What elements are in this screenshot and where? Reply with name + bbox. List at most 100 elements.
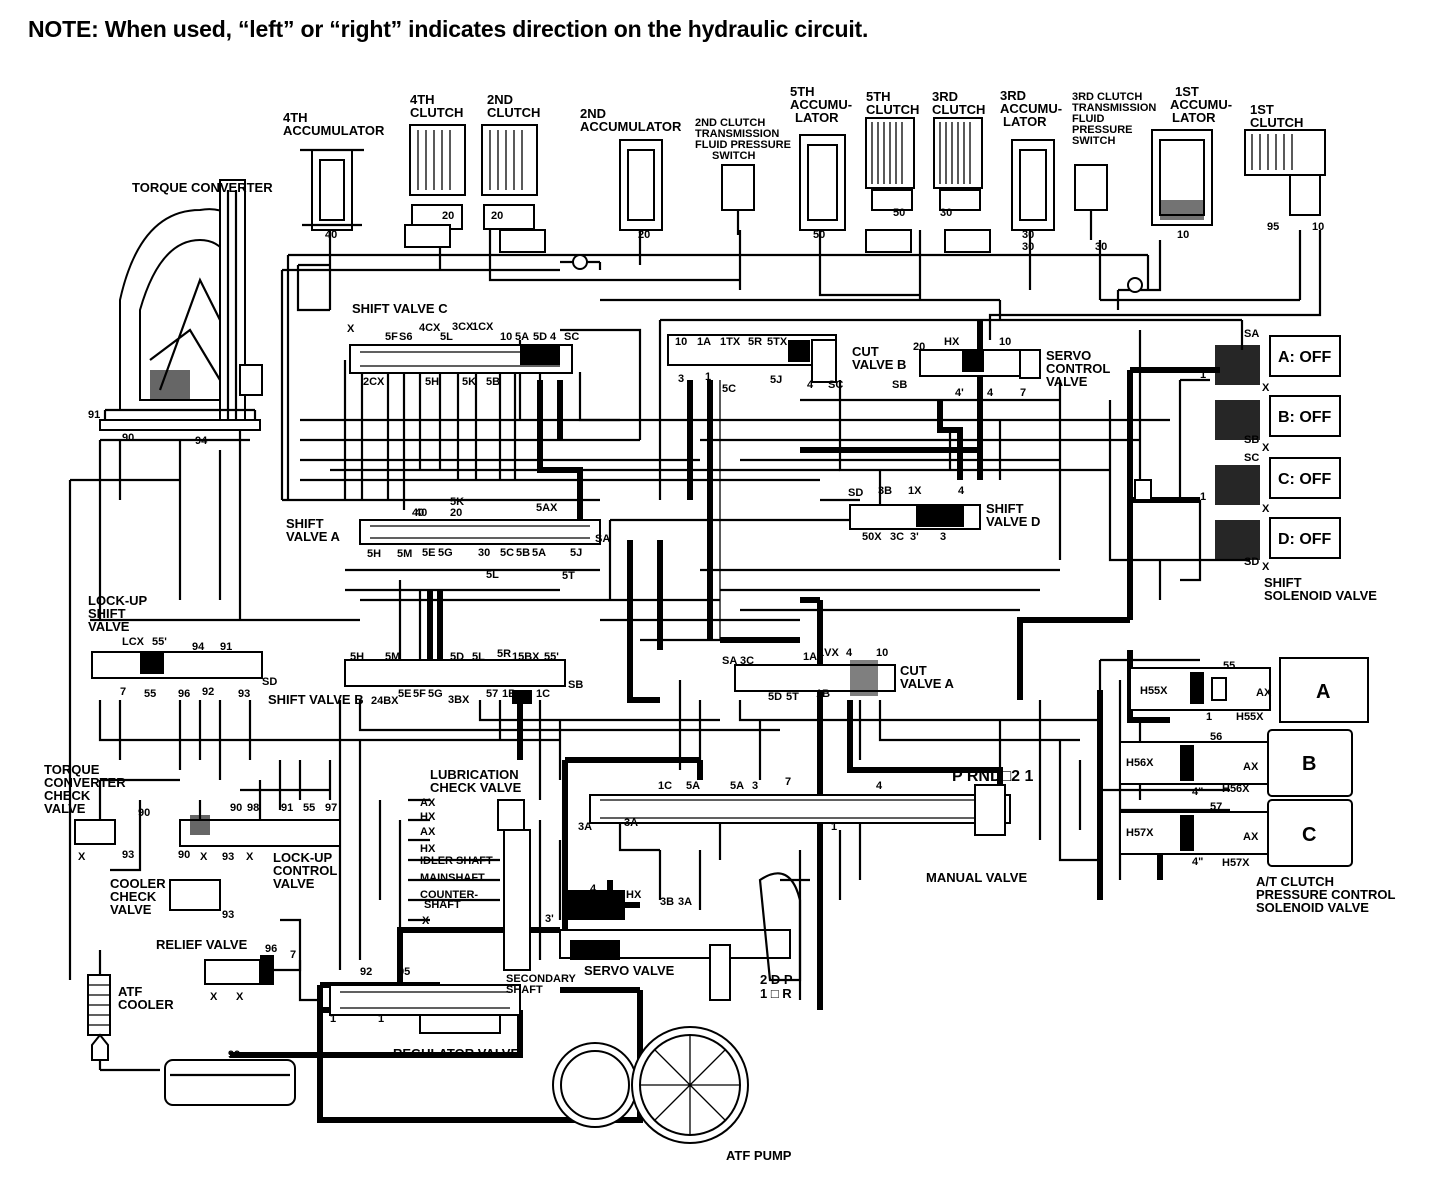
port: X [78,851,86,863]
port-labels-manual-valve: 1C 5A 5A 3 7 4 3A 3A 1 [578,776,883,833]
port: 4" [1192,856,1203,868]
label-3rd-switch-1: 3RD CLUTCH [1072,91,1142,103]
label-atf-cooler-2: COOLER [118,997,174,1012]
port: AX [1256,687,1272,699]
label-atc-pcs-1: A/T CLUTCH [1256,874,1334,889]
cut-valve-a-body [734,660,896,696]
port: 40 [325,229,337,241]
port: 4 [958,485,965,497]
port: 1 [1206,711,1212,723]
port: 1 [330,1013,336,1025]
port: 10 [1177,229,1189,241]
cooler-check-valve-body [169,879,221,911]
port: 5A [515,331,529,343]
port: 3A [624,817,638,829]
label-5th-clutch-1: 5TH [866,89,891,104]
label-lube-check-1: LUBRICATION [430,767,519,782]
label-1st-acc-2: ACCUMU- [1170,97,1232,112]
port-labels-cut-valve-b: 10 1A 1TX 5R 5TX 3 1 5C 5J 4 SC [675,336,843,395]
port: SB [1244,434,1259,446]
solenoid-state-boxes: A: OFF B: OFF C: OFF D: OFF [1269,335,1341,559]
port: 1X [908,485,922,497]
label-shift-valve-b: SHIFT VALVE B [268,692,364,707]
port: 3A [678,896,692,908]
solenoid-a-box [1269,335,1341,377]
solenoid-c-box [1269,457,1341,499]
label-lockup-control-2: CONTROL [273,863,337,878]
check-valves-top [404,224,1152,501]
port: 4 [987,387,994,399]
port-labels-shift-valve-b: 5H 5M 5D 5L 5R 15BX 55' SB 24BX 5E 5F 5G… [350,648,583,707]
label-shift-valve-d-2: VALVE D [986,514,1040,529]
port: X [246,851,254,863]
port: 40 [412,507,424,519]
port: 1C [536,688,550,700]
port: 4" [1192,786,1203,798]
port: 90 [230,802,242,814]
port: 5L [486,569,499,581]
label-5th-acc-2: ACCUMU- [790,97,852,112]
port: 3 [940,531,946,543]
shift-valve-a-body [359,519,601,545]
port: X [236,991,244,1003]
servo-positions-1: 2 D P [760,972,793,987]
port: 55 [144,688,156,700]
solenoid-b-box [1269,395,1341,437]
lube-line-x: X [422,915,430,927]
port: 5B [516,547,530,559]
label-3rd-acc-3: LATOR [1003,114,1047,129]
port: 5R [748,336,762,348]
port: 20 [442,210,454,222]
port: 50X [862,531,882,543]
label-2nd-acc-2: ACCUMULATOR [580,119,682,134]
lube-line-hx-2: HX [420,843,436,855]
label-2nd-switch-3: FLUID PRESSURE [695,139,791,151]
port: 5AX [536,502,558,514]
manual-positions: P RND□2 1 [952,768,1034,785]
label-3rd-acc-1: 3RD [1000,88,1026,103]
label-1st-acc-1: 1ST [1175,84,1199,99]
port: 5G [438,547,453,559]
port: 5D [450,651,464,663]
port: 5C [500,547,514,559]
label-shift-valve-a-1: SHIFT [286,516,324,531]
port: 4 [807,379,814,391]
label-shift-solenoid-2: SOLENOID VALVE [1264,588,1377,603]
label-cut-valve-a-1: CUT [900,663,927,678]
lube-line-hx-1: HX [420,811,436,823]
label-atc-pcs-3: SOLENOID VALVE [1256,900,1369,915]
port: S6 [399,331,412,343]
port: SB [892,379,907,391]
label-manual-valve: MANUAL VALVE [926,870,1027,885]
port: 50 [813,229,825,241]
port: HX [626,889,642,901]
tc-check-valve-body [74,819,116,845]
label-lockup-control-1: LOCK-UP [273,850,333,865]
port: SA [595,533,610,545]
port: 7 [1020,387,1026,399]
port: 3CX [452,321,474,333]
port: 10 [1312,221,1324,233]
port: SD [1244,556,1259,568]
pcs-b-port: 56 [1210,731,1222,743]
port: X [1262,561,1270,573]
manual-valve-body [589,784,1011,836]
port: 1VX [818,647,839,659]
label-shift-valve-a-2: VALVE A [286,529,341,544]
port: 1 [1200,369,1206,381]
port: 94 [192,641,205,653]
port: 96 [265,943,277,955]
cut-valve-b-body [667,334,837,383]
port: 4" [617,901,628,913]
label-servo-control-3: VALVE [1046,374,1088,389]
lockup-shift-valve-body [91,651,263,679]
solenoid-d-box [1269,517,1341,559]
port: SC [1244,452,1259,464]
port: X [1262,442,1270,454]
port: 5B [486,376,500,388]
port: LCX [122,636,145,648]
label-5th-acc-3: LATOR [795,110,839,125]
port: 4 [550,331,557,343]
port: 4' [955,387,964,399]
